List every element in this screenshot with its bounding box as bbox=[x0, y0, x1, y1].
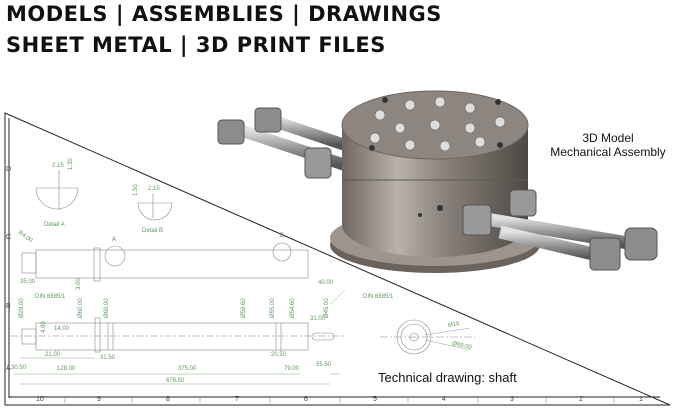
dim: 14.00 bbox=[54, 326, 70, 332]
detail-b-shape bbox=[137, 202, 173, 221]
dim: 1.50 bbox=[133, 184, 139, 196]
dim: 55.50 bbox=[316, 362, 332, 368]
dim: 2.15 bbox=[52, 163, 64, 169]
header-line-1: MODELS | ASSEMBLIES | DRAWINGS bbox=[6, 2, 442, 26]
ruler-row: C bbox=[6, 234, 12, 241]
dim: DIN 6885/1 bbox=[35, 294, 66, 300]
model-caption: 3D Model Mechanical Assembly bbox=[538, 131, 678, 159]
ruler-col: 9 bbox=[97, 396, 101, 403]
rods-right bbox=[462, 189, 658, 271]
dim: Ø60.00 bbox=[104, 298, 110, 318]
dim: 31.50 bbox=[100, 355, 116, 361]
ruler-col: 10 bbox=[36, 396, 44, 403]
model-caption-line-2: Mechanical Assembly bbox=[550, 145, 666, 159]
ruler-row: A bbox=[6, 365, 11, 372]
dim: DIN 6885/1 bbox=[363, 294, 394, 300]
ruler-col: 7 bbox=[235, 396, 239, 403]
ruler-col: 2 bbox=[579, 396, 583, 403]
dim: Ø55.00 bbox=[270, 298, 276, 318]
ruler-col: 8 bbox=[166, 396, 170, 403]
dim: 79.00 bbox=[284, 366, 300, 372]
dim: Ø60.00 bbox=[78, 298, 84, 318]
detail-b-label: Detail B bbox=[142, 228, 164, 234]
dim: 40.00 bbox=[318, 280, 334, 286]
dim: 2.15 bbox=[148, 186, 160, 192]
dim: 20.50 bbox=[271, 352, 287, 358]
top-holes bbox=[368, 96, 506, 152]
ruler-row: D bbox=[6, 166, 12, 173]
dim: Ø54.60 bbox=[290, 298, 296, 318]
dim: 375.00 bbox=[178, 366, 197, 372]
rods-left bbox=[217, 107, 347, 179]
dim: 21.00 bbox=[45, 352, 61, 358]
ruler-ticks bbox=[64, 397, 615, 403]
dim: 31.00 bbox=[310, 316, 326, 322]
ruler-col: 3 bbox=[510, 396, 514, 403]
header-line-2: SHEET METAL | 3D PRINT FILES bbox=[6, 33, 386, 57]
dim: 128.00 bbox=[57, 366, 76, 372]
dim: 4.80 bbox=[41, 321, 47, 333]
dim: Ø59.60 bbox=[241, 298, 247, 318]
dim: 35.00 bbox=[20, 279, 36, 285]
ruler-col: 6 bbox=[304, 396, 308, 403]
model-caption-line-1: 3D Model bbox=[582, 131, 634, 145]
dim: 678.50 bbox=[166, 378, 185, 384]
ruler-col: 5 bbox=[373, 396, 377, 403]
ruler-col: 4 bbox=[442, 396, 446, 403]
dim: Ø28.00 bbox=[19, 298, 25, 318]
ruler-col: 1 bbox=[639, 396, 643, 403]
dim: 30.50 bbox=[11, 365, 27, 371]
mark-a: A bbox=[112, 237, 117, 243]
ruler-row: B bbox=[6, 303, 11, 310]
detail-a-label: Detail A bbox=[44, 222, 65, 228]
drawing-caption: Technical drawing: shaft bbox=[378, 370, 517, 385]
dim: 1.30 bbox=[68, 158, 74, 170]
dim: 3.00 bbox=[76, 278, 82, 290]
mark-b: B bbox=[280, 233, 285, 239]
